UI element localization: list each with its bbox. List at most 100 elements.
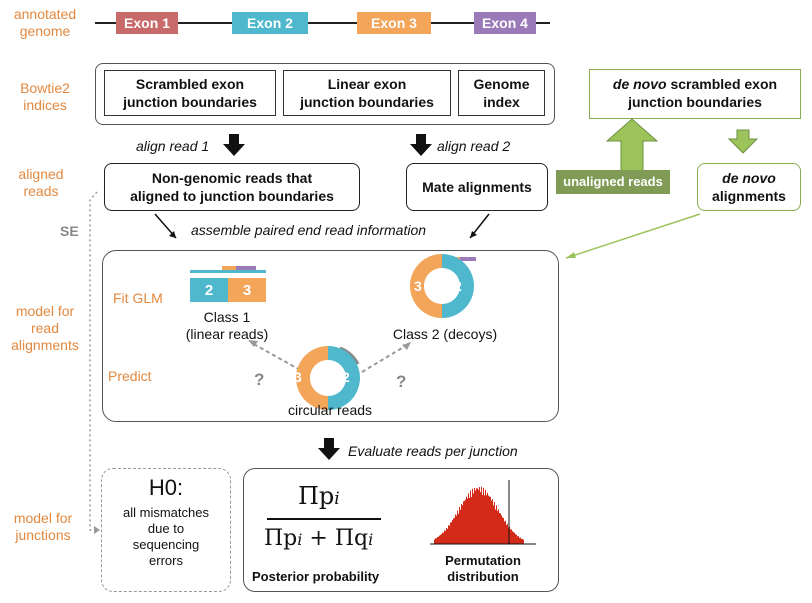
histogram-bar	[446, 527, 447, 544]
class2-label: Class 2 (decoys)	[392, 326, 498, 342]
histogram-bar	[502, 517, 503, 544]
de-novo-alignments-rest: alignments	[712, 188, 786, 204]
histogram-bar	[483, 487, 484, 544]
histogram-bar	[461, 503, 462, 544]
class2-donut-right: 2	[454, 278, 462, 294]
histogram-bar	[445, 531, 446, 544]
label-bowtie2-indices: Bowtie2 indices	[20, 80, 70, 113]
histogram-bar	[471, 497, 472, 544]
question-right: ?	[396, 372, 407, 391]
histogram-bar	[501, 515, 502, 544]
histogram-bar	[470, 490, 471, 544]
histogram-bar	[450, 522, 451, 544]
exon-2: Exon 2	[232, 12, 308, 34]
histogram-bar	[479, 487, 480, 544]
formula-denominator: Πpi + Πqi	[264, 526, 373, 551]
histogram-bar	[444, 530, 445, 544]
histogram-bar	[478, 489, 479, 544]
histogram-bar	[454, 517, 455, 544]
formula-plus: +	[309, 526, 328, 551]
class1-label: Class 1 (linear reads)	[185, 309, 269, 342]
histogram-bar	[494, 501, 495, 544]
histogram-bar	[522, 538, 523, 544]
label-model-junctions: model for junctions	[13, 510, 73, 543]
formula-den-left-sub: i	[297, 530, 303, 549]
histogram-bar	[457, 510, 458, 544]
histogram-bar	[513, 532, 514, 544]
de-novo-to-model-arrow	[565, 213, 701, 259]
class1-bar-right: 3	[242, 282, 252, 299]
histogram-bar	[488, 495, 489, 544]
circular-donut-left: 3	[294, 369, 302, 385]
h0-box: H0: all mismatches due to sequencing err…	[101, 468, 231, 592]
histogram-bar	[497, 511, 498, 544]
formula-den-right-sub: i	[368, 530, 374, 549]
histogram-bar	[455, 514, 456, 544]
circular-donut-right: 2	[342, 369, 350, 385]
histogram-bar	[439, 535, 440, 544]
linear-read-graphic	[190, 266, 266, 302]
histogram-bar	[437, 536, 438, 544]
histogram-bar	[523, 539, 524, 544]
histogram-bar	[442, 532, 443, 544]
histogram-bar	[505, 520, 506, 544]
histogram-bar	[514, 532, 515, 544]
exon-3: Exon 3	[357, 12, 431, 34]
histogram-bar	[452, 520, 453, 544]
histogram-bar	[498, 509, 499, 544]
histogram-bar	[516, 534, 517, 544]
histogram-bar	[458, 513, 459, 544]
formula-num-text: Πp	[298, 482, 335, 510]
predict-label: Predict	[108, 368, 152, 384]
histogram-bar	[489, 496, 490, 544]
evaluate-arrow	[318, 438, 340, 460]
de-novo-scrambled-rest: scrambled exon junction boundaries	[628, 76, 778, 110]
label-model-read-alignments: model for read alignments	[11, 303, 79, 353]
posterior-label: Posterior probability	[252, 569, 380, 584]
align-read1-arrow	[223, 134, 245, 156]
assemble-label: assemble paired end read information	[191, 222, 427, 238]
non-genomic-reads-box: Non-genomic reads that aligned to juncti…	[104, 163, 360, 211]
class1-bar-left: 2	[204, 282, 214, 299]
histogram-bar	[448, 525, 449, 544]
histogram-bar	[493, 505, 494, 544]
histogram-bar	[510, 529, 511, 544]
histogram-bar	[520, 537, 521, 544]
model-read-alignments-box	[102, 250, 559, 422]
histogram-bar	[492, 499, 493, 544]
genome-index: Genome index	[458, 70, 545, 116]
class2-donut	[410, 254, 476, 318]
label-annotated-genome: annotated genome	[13, 6, 77, 39]
histogram-bar	[449, 525, 450, 544]
de-novo-alignments-box: de novo alignments	[697, 163, 801, 211]
class2-donut-left: 3	[414, 278, 422, 294]
histogram-bar	[484, 495, 485, 544]
histogram-bar	[459, 507, 460, 544]
histogram-bar	[486, 495, 487, 544]
histogram-bar	[441, 534, 442, 544]
de-novo-alignments-prefix: de novo	[722, 170, 776, 186]
histogram-bar	[453, 518, 454, 544]
histogram-bar	[447, 528, 448, 544]
permutation-label: Permutation distribution	[445, 553, 521, 584]
histogram-bar	[443, 532, 444, 544]
histogram-bar	[507, 523, 508, 544]
evaluate-label: Evaluate reads per junction	[348, 443, 518, 459]
h0-title: H0:	[148, 475, 184, 500]
histogram-bar	[490, 496, 491, 544]
linear-exon-index: Linear exon junction boundaries	[283, 70, 451, 116]
de-novo-scrambled-prefix: de novo	[612, 76, 667, 92]
histogram-bar	[519, 537, 520, 544]
histogram-bar	[451, 522, 452, 544]
histogram-bar	[474, 488, 475, 544]
formula-numerator: Πpi	[298, 482, 340, 510]
exon-4: Exon 4	[474, 12, 536, 34]
histogram-bar	[475, 490, 476, 544]
histogram-bar	[481, 486, 482, 544]
histogram-bar	[496, 505, 497, 544]
formula-den-left: Πp	[264, 526, 298, 551]
formula-num-sub: i	[334, 489, 340, 509]
histogram-bar	[467, 498, 468, 544]
histogram-bar	[511, 529, 512, 544]
histogram-bar	[521, 538, 522, 544]
